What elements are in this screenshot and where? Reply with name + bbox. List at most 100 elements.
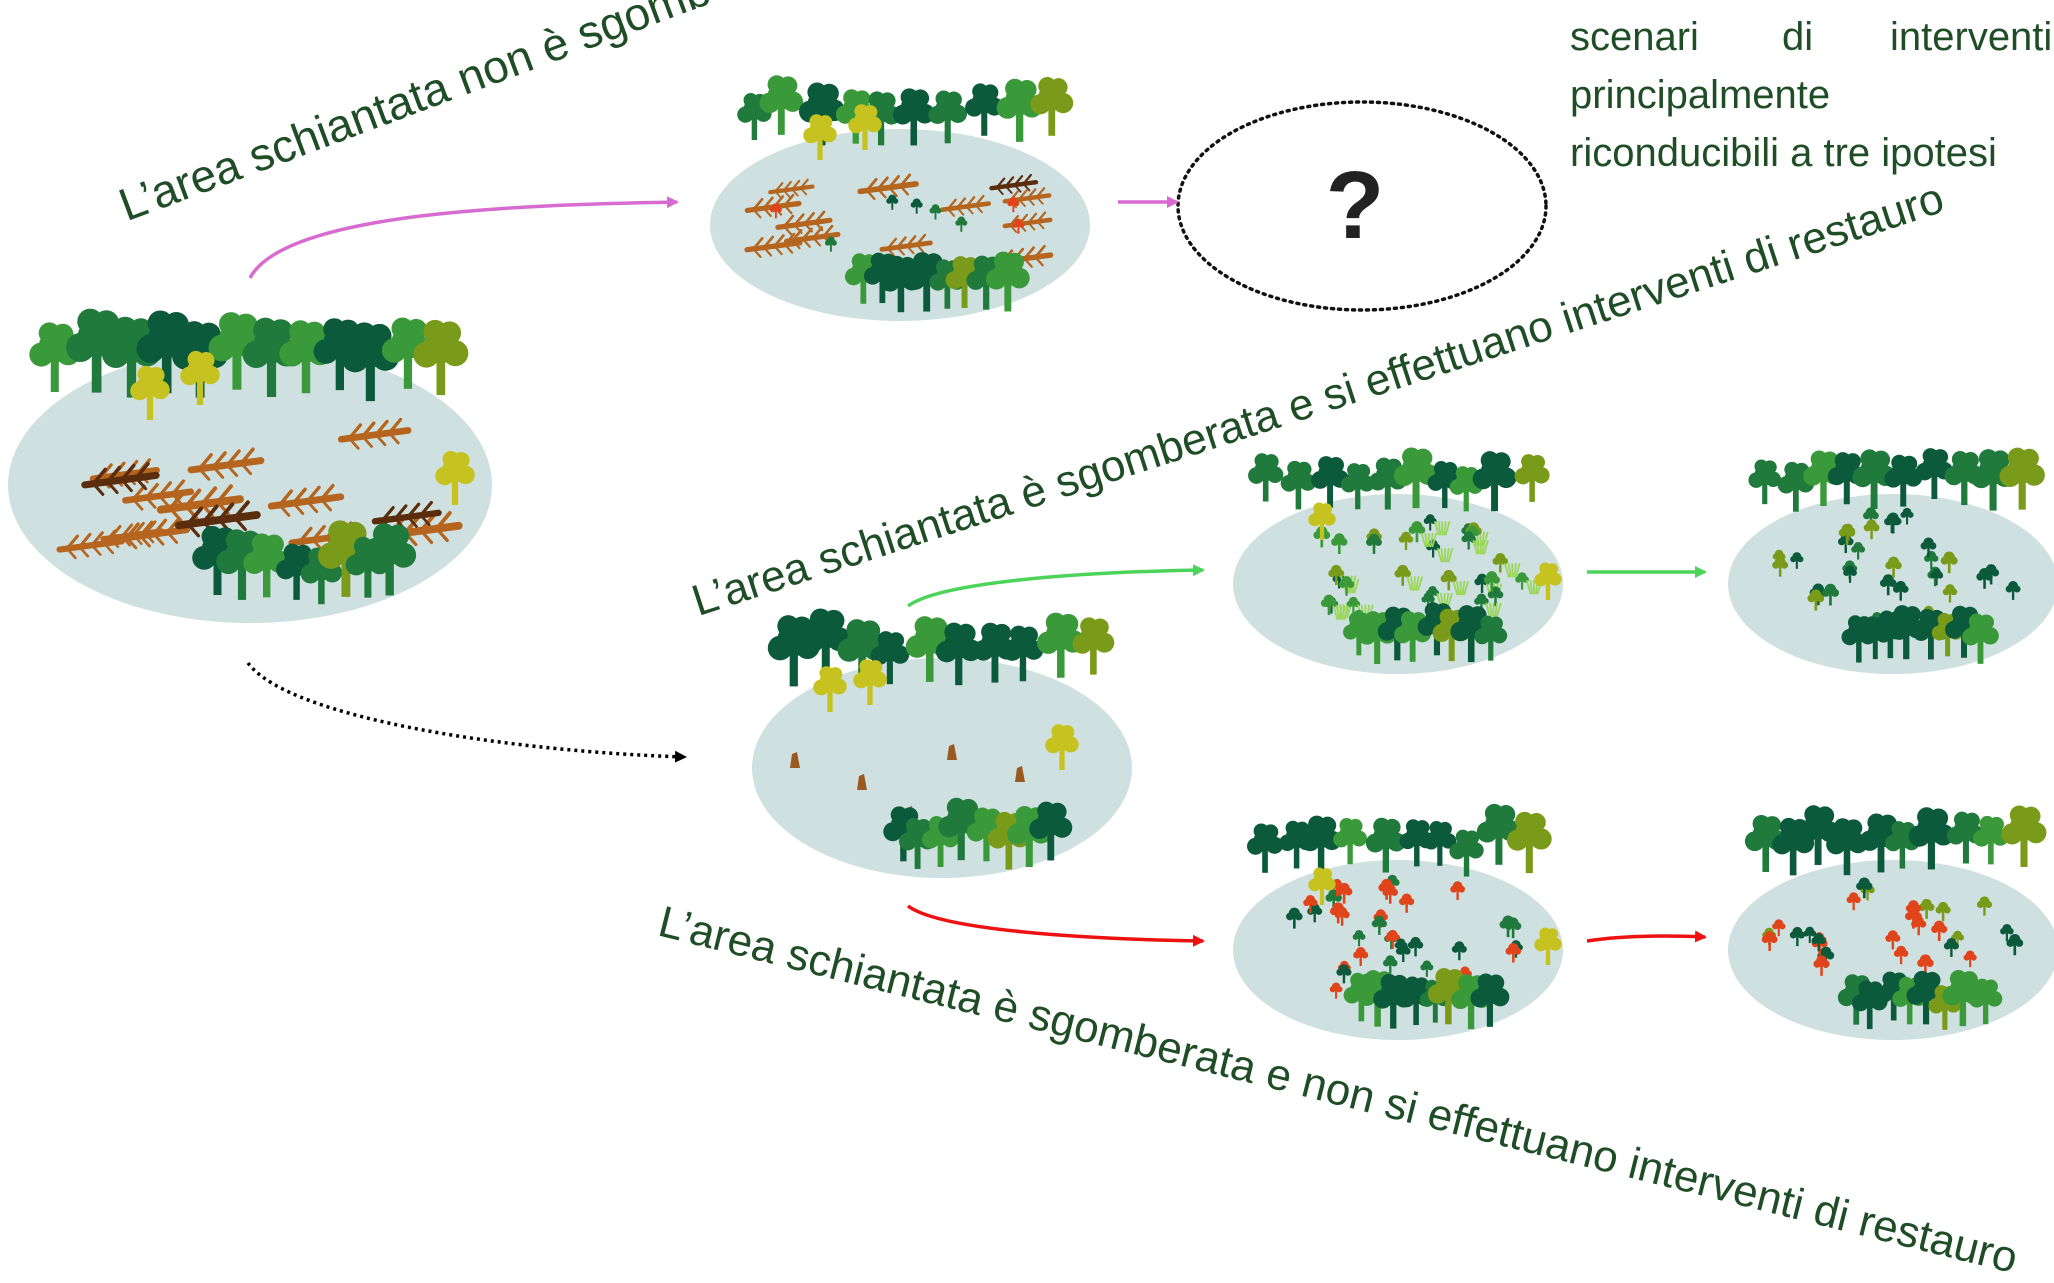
sapling — [1492, 552, 1509, 573]
sapling — [1917, 954, 1934, 976]
sapling — [1483, 571, 1501, 592]
sapling — [1892, 580, 1909, 601]
intro-line-2: principalmente — [1570, 73, 1831, 117]
intro-word-3: interventi — [1890, 15, 2053, 59]
sapling — [1930, 568, 1944, 586]
sapling — [1920, 537, 1937, 558]
sapling — [2006, 933, 2024, 956]
sapling — [1334, 906, 1350, 926]
back-tree — [1333, 818, 1367, 865]
front-tree — [1851, 980, 1888, 1030]
back-tree — [1472, 451, 1517, 512]
scene-initial-ground — [8, 347, 492, 623]
damaged-tree — [180, 350, 220, 405]
arrow-no-restoration — [906, 904, 1205, 947]
back-tree — [1427, 461, 1462, 509]
fallen-log — [337, 417, 412, 450]
sapling — [955, 216, 968, 232]
sapling — [1515, 572, 1529, 590]
fallen-log — [267, 483, 345, 517]
sapling — [1395, 943, 1411, 963]
sapling — [1398, 531, 1414, 551]
fallen-log — [940, 194, 991, 217]
sapling — [1940, 551, 1958, 574]
sapling — [1012, 218, 1025, 234]
sapling — [1821, 583, 1839, 606]
sapling — [1320, 594, 1337, 616]
back-tree — [1340, 463, 1375, 510]
sapling — [1811, 932, 1826, 952]
grass-tuft — [1434, 521, 1451, 536]
sapling — [1803, 926, 1817, 943]
damaged-tree — [1308, 502, 1336, 540]
damaged-tree — [848, 104, 882, 150]
question-mark: ? — [1326, 152, 1385, 259]
sapling — [1408, 521, 1426, 543]
back-tree — [1999, 447, 2045, 510]
sapling — [1931, 920, 1948, 941]
back-tree — [1748, 459, 1782, 505]
intro-line-3: riconducibili a tre ipotesi — [1570, 131, 1997, 175]
back-tree — [892, 88, 935, 146]
back-tree — [1826, 818, 1868, 876]
sapling — [1378, 878, 1395, 900]
diagram: ? L’area schiantata non è sgomberata L’a… — [8, 0, 2054, 1283]
sapling — [1307, 903, 1323, 923]
sapling — [1976, 567, 1993, 589]
sapling — [1879, 574, 1897, 596]
front-tree — [1886, 605, 1927, 660]
back-tree — [759, 75, 804, 135]
sapling — [1772, 919, 1786, 937]
front-tree — [1962, 613, 1999, 664]
sapling — [1963, 950, 1977, 968]
damaged-tree — [435, 450, 475, 505]
grass-tuft — [1452, 580, 1469, 596]
sapling — [1885, 556, 1902, 578]
back-tree — [1393, 447, 1439, 509]
back-tree — [973, 622, 1017, 683]
sapling — [1352, 930, 1366, 947]
sapling — [1838, 523, 1856, 545]
grass-tuft — [1406, 576, 1423, 591]
sapling — [1451, 941, 1467, 961]
sapling — [1951, 930, 1965, 948]
fallen-log — [768, 178, 815, 199]
sapling — [1943, 937, 1959, 958]
back-tree — [1246, 823, 1284, 873]
sapling — [1807, 589, 1825, 611]
damaged-tree — [803, 114, 837, 160]
intro-word-2: di — [1782, 15, 1814, 59]
sapling — [929, 204, 942, 220]
front-tree — [1470, 973, 1510, 1027]
fallen-log — [174, 500, 261, 538]
damaged-tree — [1534, 927, 1562, 965]
sapling — [1329, 982, 1343, 999]
back-tree — [800, 608, 852, 678]
back-tree — [1514, 454, 1550, 502]
sapling — [1761, 931, 1778, 952]
stump — [790, 752, 800, 768]
fallen-log — [115, 516, 191, 550]
front-tree — [1029, 801, 1073, 861]
back-tree — [1796, 805, 1840, 865]
sapling — [1935, 901, 1951, 922]
fallen-log — [1002, 211, 1053, 234]
sapling — [1371, 915, 1387, 935]
back-tree — [1449, 829, 1484, 877]
front-tree — [243, 533, 291, 598]
sapling — [1331, 533, 1348, 555]
sapling — [1851, 541, 1866, 560]
back-tree — [996, 78, 1043, 142]
back-tree — [1368, 457, 1407, 510]
sapling — [1007, 196, 1020, 213]
back-tree — [1973, 815, 2009, 865]
sapling — [1893, 945, 1909, 965]
arrow-cleared — [246, 661, 687, 763]
back-tree — [1476, 803, 1522, 865]
front-tree — [985, 251, 1030, 312]
fallen-log — [879, 233, 933, 257]
sapling — [1942, 584, 1958, 603]
grass-tuft — [1485, 602, 1502, 617]
back-tree — [1300, 815, 1342, 872]
sapling — [1385, 929, 1401, 949]
